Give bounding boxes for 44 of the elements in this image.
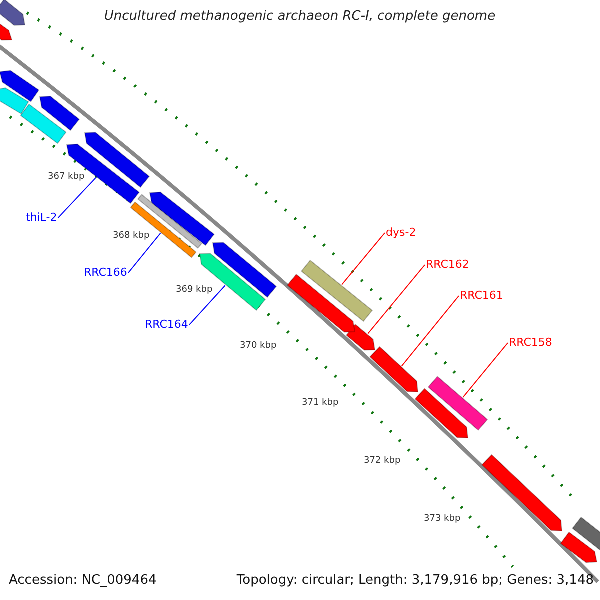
gene-segment <box>370 346 419 393</box>
gene-segment <box>20 104 67 144</box>
gene-segment <box>66 144 140 204</box>
scale-label: 369 kbp <box>176 286 213 296</box>
gene-segment <box>130 202 197 258</box>
gene-segment <box>149 192 215 246</box>
scale-label: 368 kbp <box>113 232 150 242</box>
gene-segment <box>0 70 40 102</box>
gene-label: RRC166 <box>84 267 128 280</box>
gene-label: thiL-2 <box>26 212 58 224</box>
leader-line <box>401 296 460 367</box>
leader-line <box>462 342 508 398</box>
scale-label: 371 kbp <box>302 399 339 409</box>
gene-segment <box>300 260 374 322</box>
scale-label: 367 kbp <box>48 173 85 183</box>
leader-line <box>188 285 226 326</box>
scale-label: 373 kbp <box>424 515 461 525</box>
diagram-title: Uncultured methanogenic archaeon RC-I, complete genome <box>103 10 497 24</box>
gene-segment <box>212 242 278 298</box>
gene-segment <box>0 88 30 115</box>
gene-label: RRC161 <box>460 290 504 302</box>
gene-segment <box>572 516 600 552</box>
gene-segment <box>0 0 26 26</box>
leader-line <box>58 177 97 219</box>
gene-label: RRC158 <box>509 337 552 350</box>
gene-segment <box>414 388 469 439</box>
leader-line <box>368 264 426 334</box>
gene-segment <box>346 324 376 351</box>
gene-segment <box>0 22 13 41</box>
gene-label: RRC164 <box>145 319 188 332</box>
gene-segment <box>84 132 150 188</box>
gene-segment <box>286 274 356 333</box>
genome-summary-text: Topology: circular; Length: 3,179,916 bp; Genes: 3,148 <box>236 574 594 588</box>
gene-segment <box>39 96 80 132</box>
gene-segment <box>428 376 488 431</box>
scale-label: 372 kbp <box>364 457 401 467</box>
gene-label: RRC162 <box>426 259 470 272</box>
accession-text: Accession: NC_009464 <box>9 574 157 588</box>
gene-segment <box>560 532 598 564</box>
leader-line <box>342 232 386 286</box>
scale-label: 370 kbp <box>240 342 277 352</box>
gene-segment <box>482 454 563 532</box>
gene-label: dys-2 <box>386 227 416 240</box>
leader-line <box>128 232 162 274</box>
